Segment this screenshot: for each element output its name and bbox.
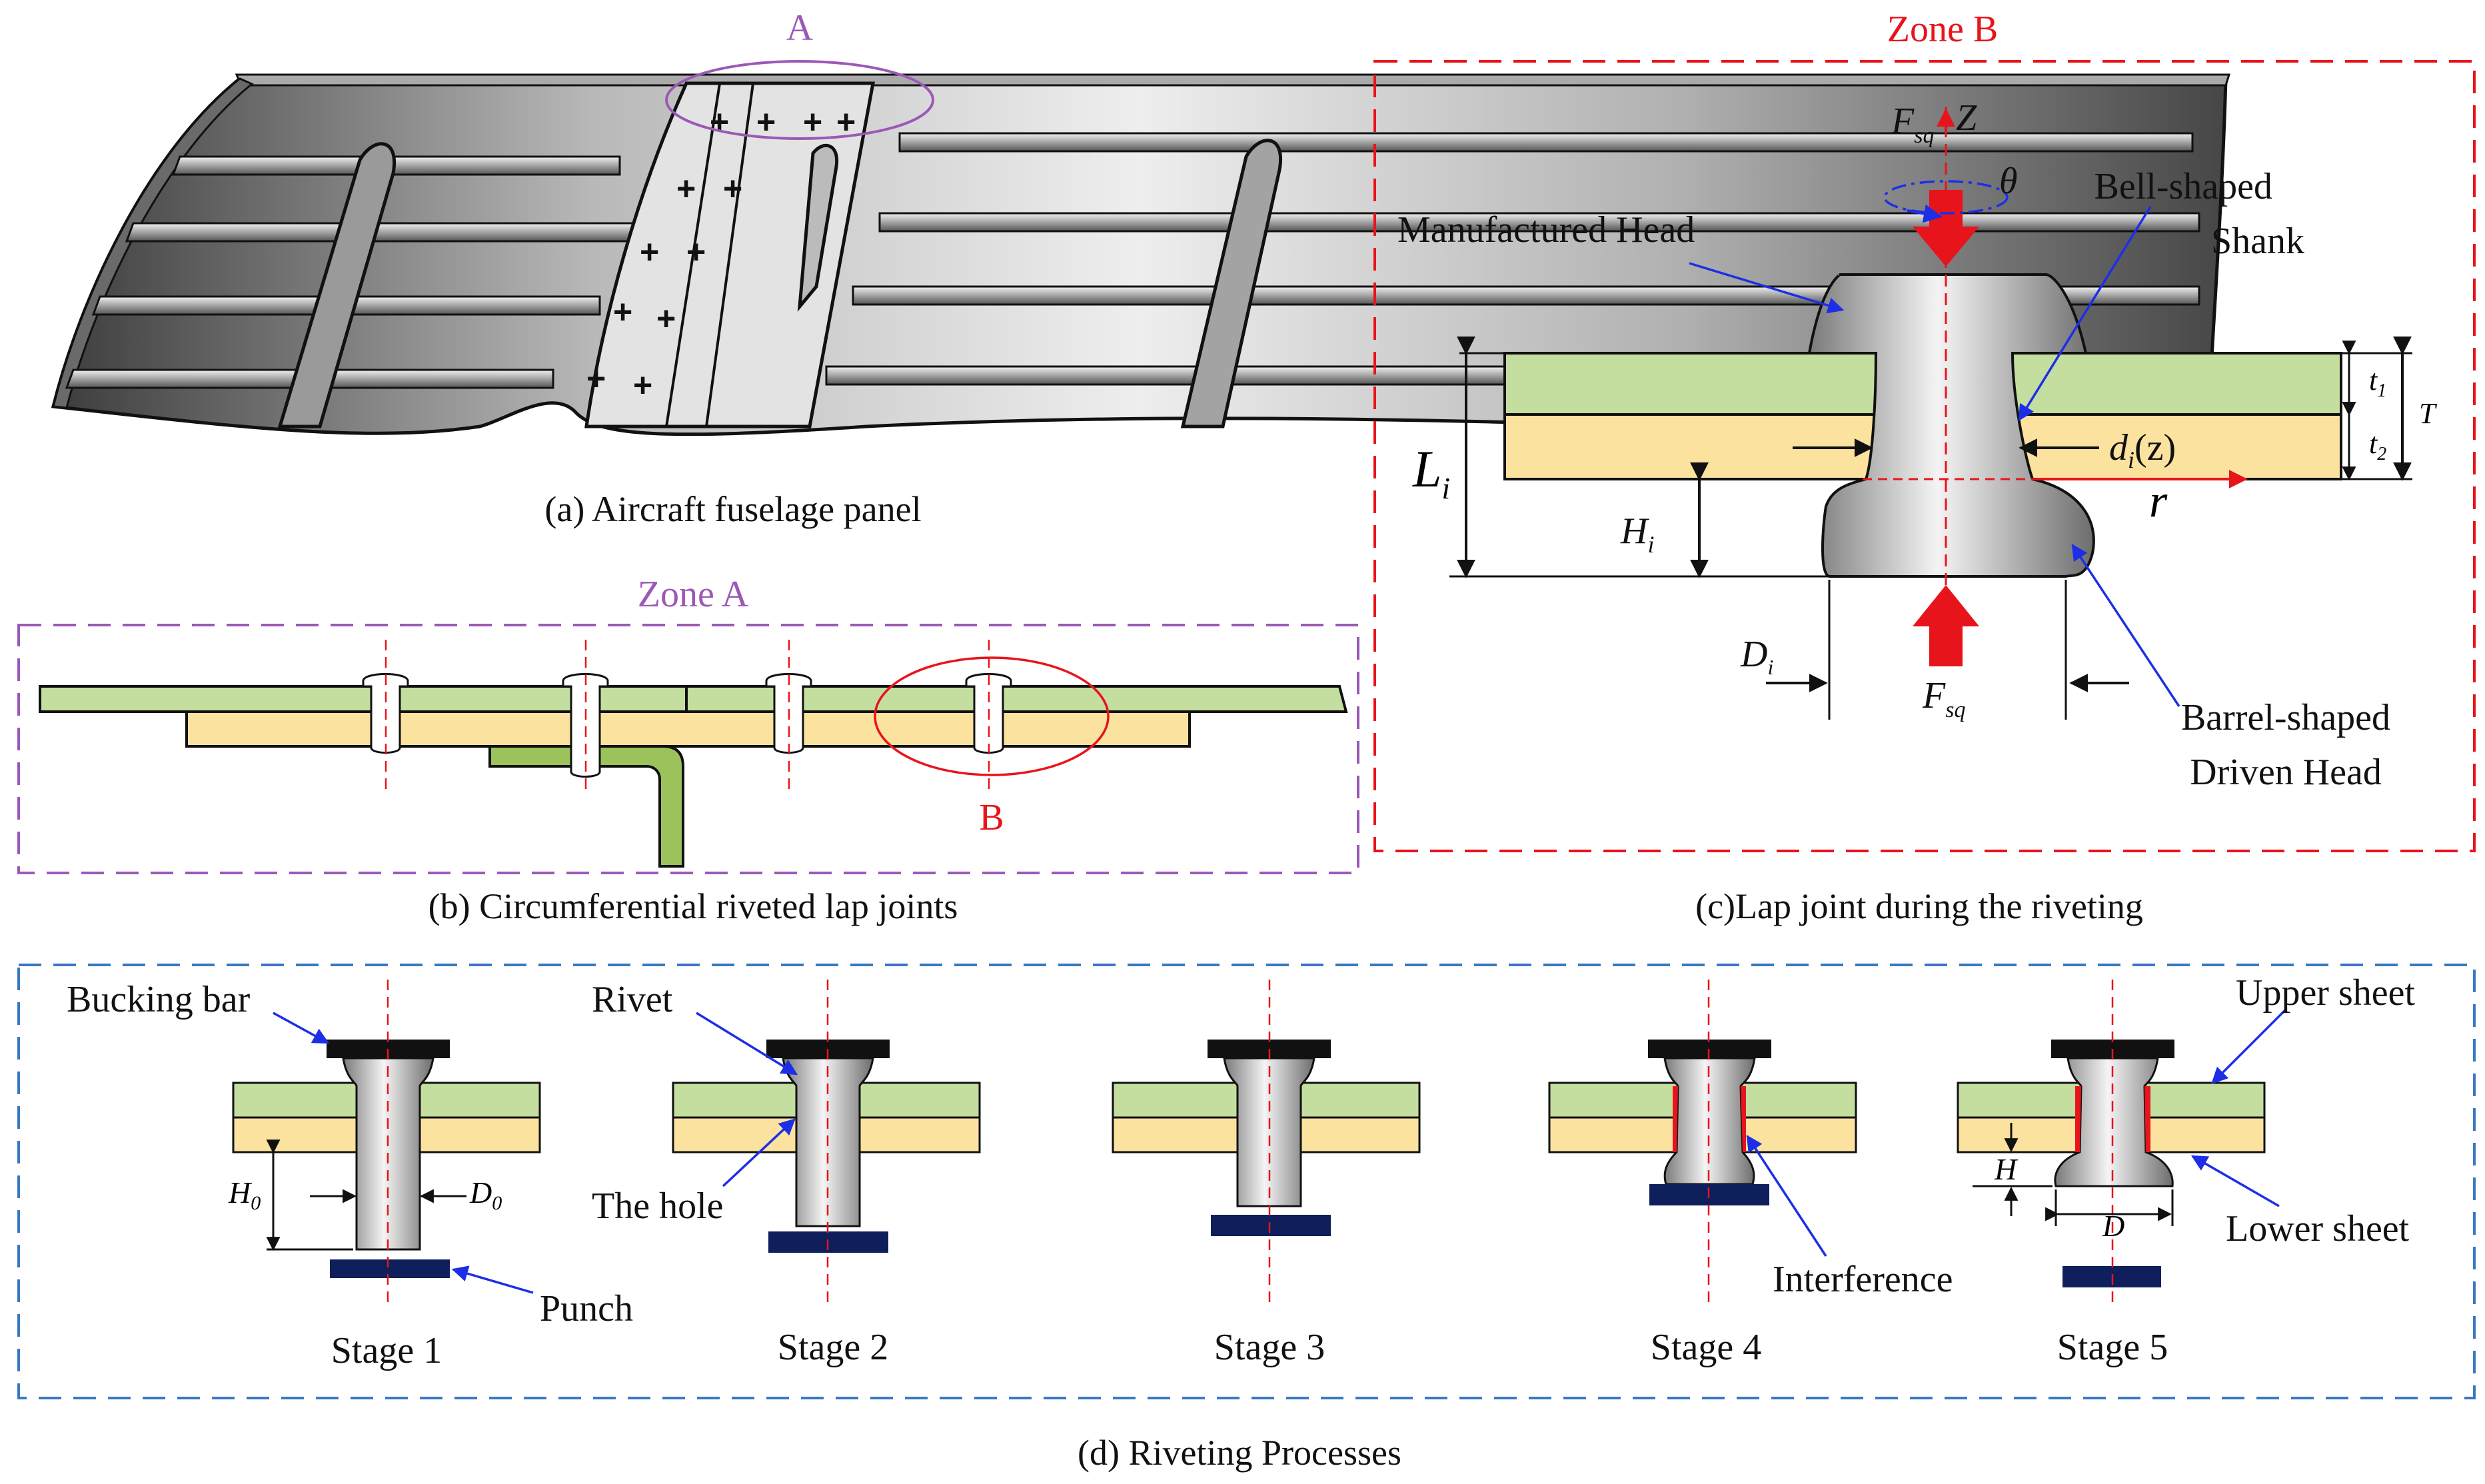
force-arrow-bottom <box>1913 585 1979 666</box>
theta-label: θ <box>1999 161 2018 202</box>
fuselage-panel-illustration: + + + + + + + + + + + + A <box>51 7 2231 436</box>
zone-b-ellipse <box>874 656 1110 776</box>
punch-label: Punch <box>540 1288 633 1329</box>
force-top-label: Fsq <box>1891 101 1934 148</box>
svg-text:+: + <box>633 367 652 404</box>
zone-b-title: Zone B <box>1887 9 1998 50</box>
svg-text:+: + <box>656 300 676 337</box>
panel-d-callouts <box>273 1008 2287 1294</box>
stage-3-drawing <box>1112 980 1421 1303</box>
total-t-label: T <box>2419 397 2438 430</box>
stage-5-drawing <box>1957 980 2266 1303</box>
stage-4-drawing <box>1548 980 1857 1303</box>
zone-a-ellipse <box>665 60 934 140</box>
rivet-label: Rivet <box>592 979 673 1020</box>
hi-label: Hi <box>1620 510 1654 558</box>
svg-text:+: + <box>723 170 742 207</box>
lap-joint-section: B <box>39 640 1348 868</box>
driven-head-label: Driven Head <box>2190 752 2382 793</box>
li-label: Li <box>1412 440 1450 505</box>
rivet-axes-b <box>385 640 990 793</box>
t2-label: t2 <box>2369 427 2386 464</box>
svg-text:+: + <box>710 103 729 141</box>
frames <box>277 139 1282 428</box>
zone-b-marker: B <box>979 797 1004 838</box>
zone-a-marker: A <box>786 7 814 49</box>
upper-sheet-b <box>39 685 1348 713</box>
zone-a-frame <box>17 624 1359 874</box>
d-label: D <box>2102 1209 2124 1243</box>
caption-d: (d) Riveting Processes <box>1078 1433 1401 1473</box>
stage-3-label: Stage 3 <box>1214 1327 1325 1368</box>
t1-label: t1 <box>2369 364 2386 401</box>
stage-1-label: Stage 1 <box>331 1330 442 1371</box>
d0-label: D0 <box>469 1175 502 1214</box>
barrel-shaped-label: Barrel-shaped <box>2181 697 2390 738</box>
svg-text:+: + <box>640 233 659 271</box>
lower-sheet-b <box>185 710 1191 748</box>
skin-top-edge <box>235 73 2231 87</box>
caption-c: (c)Lap joint during the riveting <box>1695 886 2143 926</box>
bell-shaped-label: Bell-shaped <box>2094 166 2272 207</box>
svg-text:+: + <box>676 170 696 207</box>
svg-text:+: + <box>586 360 606 397</box>
manufactured-head-label: Manufactured Head <box>1397 209 1695 251</box>
svg-text:+: + <box>613 293 632 331</box>
caption-a: (a) Aircraft fuselage panel <box>544 489 921 529</box>
zone-a-title: Zone A <box>638 574 749 615</box>
axis-z-label: Z <box>1956 97 1977 139</box>
upper-sheet-label: Upper sheet <box>2236 972 2415 1014</box>
force-bottom-label: Fsq <box>1922 675 1965 722</box>
the-hole-label: The hole <box>592 1185 723 1227</box>
svg-text:+: + <box>756 103 776 141</box>
bucking-bar-label: Bucking bar <box>67 979 251 1020</box>
rivet-c <box>1807 273 2095 578</box>
h-label: H <box>1994 1152 2019 1186</box>
rivet-plus-marks: + + + + + + + + + + + + <box>586 103 856 404</box>
caption-b: (b) Circumferential riveted lap joints <box>428 886 958 926</box>
shank-label: Shank <box>2211 221 2304 262</box>
stage-2-drawing <box>672 980 981 1303</box>
stage-4-label: Stage 4 <box>1651 1327 1761 1368</box>
svg-text:+: + <box>803 103 822 141</box>
frame-clip <box>488 745 684 868</box>
stage-1-drawing <box>232 980 541 1303</box>
riveting-frame <box>17 964 2476 1399</box>
h0-label: H0 <box>228 1175 261 1214</box>
lap-joint-detail <box>1449 107 2412 720</box>
stage-5-label: Stage 5 <box>2057 1327 2168 1368</box>
di-label: Di <box>1740 634 1773 679</box>
theta-rotation <box>1883 180 2009 215</box>
dz-label: di(z) <box>2109 427 2176 473</box>
stage-2-label: Stage 2 <box>778 1327 888 1368</box>
zone-b-frame <box>1373 60 2476 852</box>
svg-text:+: + <box>686 233 706 271</box>
interference-label: Interference <box>1773 1259 1953 1300</box>
axis-r-label: r <box>2149 476 2168 527</box>
lower-sheet-label: Lower sheet <box>2226 1208 2410 1249</box>
